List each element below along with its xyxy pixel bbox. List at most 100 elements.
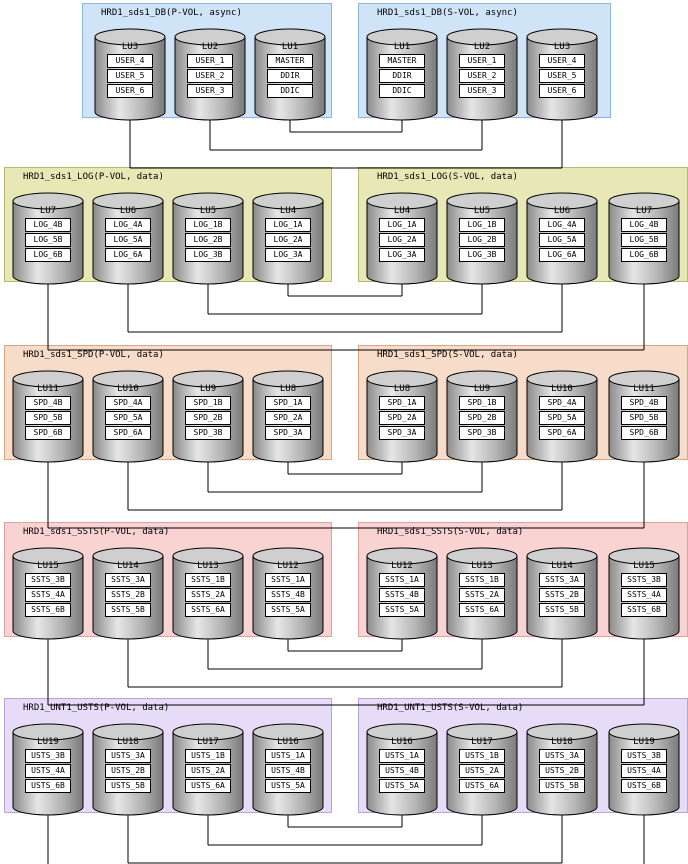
volume-label: SSTS_3B [25, 573, 71, 587]
volume-label: SPD_6A [539, 426, 585, 440]
volume-label: SSTS_5B [539, 603, 585, 617]
volume-label: LOG_5A [539, 233, 585, 247]
lu-label: LU16 [277, 737, 299, 747]
volume-label: SPD_3A [379, 426, 425, 440]
volume-label: LOG_1A [265, 218, 311, 232]
lu-label: LU11 [633, 384, 655, 394]
lu-label: LU13 [471, 561, 493, 571]
volume-label: LOG_5B [621, 233, 667, 247]
volume-label: SSTS_2A [459, 588, 505, 602]
volume-label: SSTS_6B [621, 603, 667, 617]
volume-label: DDIR [379, 69, 425, 83]
lu-label: LU17 [197, 737, 219, 747]
volume-label: USTS_1A [379, 749, 425, 763]
volume-label: USER_6 [539, 84, 585, 98]
lu-label: LU4 [393, 206, 411, 216]
lu-label: LU8 [393, 384, 411, 394]
lu-label: LU14 [117, 561, 139, 571]
group-title: HRD1_UNT1_USTS(S-VOL, data) [377, 703, 524, 713]
volume-label: USTS_4B [265, 764, 311, 778]
volume-label: USTS_3A [539, 749, 585, 763]
volume-label: DDIR [267, 69, 313, 83]
volume-label: LOG_4B [621, 218, 667, 232]
volume-label: LOG_2B [459, 233, 505, 247]
volume-label: SSTS_5A [265, 603, 311, 617]
volume-label: SPD_3B [185, 426, 231, 440]
lu-label: LU17 [471, 737, 493, 747]
lu-label: LU7 [39, 206, 57, 216]
volume-label: USTS_4A [621, 764, 667, 778]
volume-label: USTS_6A [185, 779, 231, 793]
volume-label: SPD_1A [379, 396, 425, 410]
group-title: HRD1_sds1_SPD(P-VOL, data) [23, 350, 164, 360]
volume-label: SPD_4B [621, 396, 667, 410]
volume-label: SPD_5B [621, 411, 667, 425]
volume-label: USTS_1A [265, 749, 311, 763]
volume-label: USTS_5A [379, 779, 425, 793]
volume-label: USER_1 [187, 54, 233, 68]
group-title: HRD1_UNT1_USTS(P-VOL, data) [23, 703, 170, 713]
group-title: HRD1_sds1_SPD(S-VOL, data) [377, 350, 518, 360]
volume-label: USTS_5B [539, 779, 585, 793]
lu-label: LU18 [551, 737, 573, 747]
lu-label: LU19 [633, 737, 655, 747]
volume-label: USTS_3B [25, 749, 71, 763]
group-title: HRD1_sds1_SSTS(P-VOL, data) [23, 527, 170, 537]
volume-label: USER_5 [539, 69, 585, 83]
group-title: HRD1_sds1_LOG(S-VOL, data) [377, 172, 518, 182]
volume-label: USER_5 [107, 69, 153, 83]
volume-label: SPD_2B [185, 411, 231, 425]
volume-label: SSTS_2B [105, 588, 151, 602]
volume-label: SPD_5A [539, 411, 585, 425]
volume-label: LOG_5B [25, 233, 71, 247]
volume-label: SPD_3A [265, 426, 311, 440]
volume-label: LOG_6B [621, 248, 667, 262]
lu-label: LU6 [553, 206, 571, 216]
volume-label: SSTS_2B [539, 588, 585, 602]
volume-label: USER_2 [187, 69, 233, 83]
volume-label: USTS_5A [265, 779, 311, 793]
volume-label: SPD_4A [539, 396, 585, 410]
volume-label: LOG_4B [25, 218, 71, 232]
volume-label: SSTS_6A [459, 603, 505, 617]
volume-label: LOG_6A [105, 248, 151, 262]
volume-label: LOG_1B [185, 218, 231, 232]
volume-label: USTS_2A [185, 764, 231, 778]
volume-label: USER_2 [459, 69, 505, 83]
lu-label: LU2 [201, 42, 219, 52]
volume-label: USER_3 [459, 84, 505, 98]
volume-label: SSTS_2A [185, 588, 231, 602]
volume-label: SSTS_5A [379, 603, 425, 617]
volume-label: SSTS_5B [105, 603, 151, 617]
volume-label: USTS_1B [459, 749, 505, 763]
lu-label: LU9 [473, 384, 491, 394]
volume-label: USER_1 [459, 54, 505, 68]
volume-label: USTS_6B [621, 779, 667, 793]
volume-label: SPD_6B [25, 426, 71, 440]
volume-label: LOG_2B [185, 233, 231, 247]
volume-label: SSTS_3B [621, 573, 667, 587]
volume-label: SPD_6B [621, 426, 667, 440]
volume-label: SPD_3B [459, 426, 505, 440]
lu-label: LU10 [551, 384, 573, 394]
